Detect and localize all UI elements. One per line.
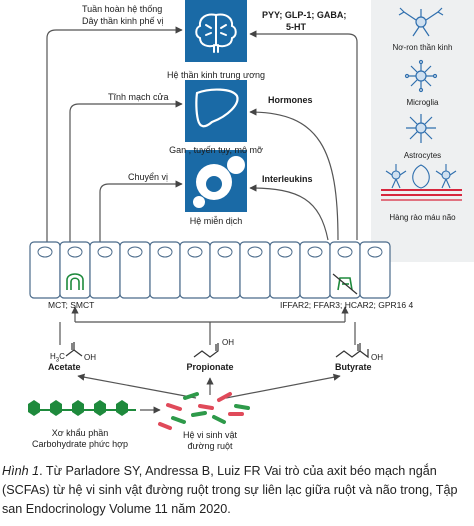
butyrate-oh: OH (371, 353, 383, 362)
translocation-route-label: Chuyển vị (128, 172, 169, 182)
immune-cells-icon (193, 156, 245, 208)
receptor-label: IFFAR2; FFAR3; HCAR2; GPR16 4 (280, 300, 414, 310)
bbb-label: Hàng rào máu não (389, 213, 456, 222)
vagus-route-label: Dây thần kinh phế vị (82, 16, 164, 26)
propionate-oh: OH (222, 338, 234, 347)
systemic-arrow (46, 26, 183, 242)
peptides-label: PYY; GLP-1; GABA; (262, 10, 347, 20)
bacteria-icon (158, 392, 250, 430)
peptide-arrow (249, 30, 358, 240)
propionate-label: Propionate (186, 362, 234, 372)
caption-text: . Từ Parladore SY, Andressa B, Luiz FR V… (2, 464, 458, 516)
microbiota-label: Hệ vi sinh vật (182, 430, 238, 440)
peptides-label-line2: 5-HT (286, 22, 306, 32)
epithelium (29, 241, 391, 299)
transporter-icon (66, 273, 84, 290)
butyrate-structure (335, 343, 369, 359)
translocation-arrow (99, 180, 183, 242)
receptor-icon (332, 273, 358, 295)
cell-nuclei (37, 246, 383, 258)
fiber-chain-icon (28, 400, 136, 416)
transporter-label: MCT; SMCT (48, 300, 95, 310)
butyrate-label: Butyrate (335, 362, 372, 372)
diagram-canvas (28, 0, 462, 430)
caption-figure-label: Hình 1 (2, 464, 40, 478)
interleukins-label: Interleukins (262, 174, 313, 184)
astrocyte-icon (406, 114, 436, 143)
astrocytes-label: Astrocytes (403, 151, 442, 160)
butyrate-arrow (225, 373, 341, 399)
acetate-oh: OH (84, 353, 96, 362)
brain-icon (195, 13, 237, 53)
hormones-label: Hormones (268, 95, 313, 105)
carbohydrate-label: Carbohydrate phức hợp (32, 439, 128, 449)
neuron-icon (398, 7, 444, 37)
acetate-arrow (77, 373, 197, 399)
acetate-label: Acetate (48, 362, 81, 372)
systemic-route-label: Tuần hoàn hệ thống (82, 4, 163, 14)
acetate-structure (65, 342, 83, 357)
figure-caption: Hình 1. Từ Parladore SY, Andressa B, Lui… (2, 462, 474, 519)
microbiota-label-line2: đường ruột (187, 441, 233, 451)
portal-route-label: Tĩnh mạch cửa (108, 92, 169, 102)
microglia-label: Microglia (406, 98, 439, 107)
interleukin-arrow (249, 184, 329, 241)
hormone-arrow (249, 108, 339, 241)
fiber-label: Xơ khẩu phần (51, 428, 109, 438)
microglia-icon (404, 59, 438, 93)
liver-icon (195, 88, 239, 128)
propionate-structure (193, 343, 219, 358)
immune-label: Hệ miễn dịch (189, 216, 243, 226)
brain-label: Hệ thần kinh trung ương (167, 70, 265, 80)
portal-arrow (69, 100, 183, 242)
blood-brain-barrier-icon (381, 164, 462, 201)
liver-label: Gan , tuyến tụy, mô mỡ (169, 145, 263, 155)
neuron-label: Nơ-ron thần kinh (392, 43, 453, 52)
acetate-formula: H3C (50, 352, 65, 364)
